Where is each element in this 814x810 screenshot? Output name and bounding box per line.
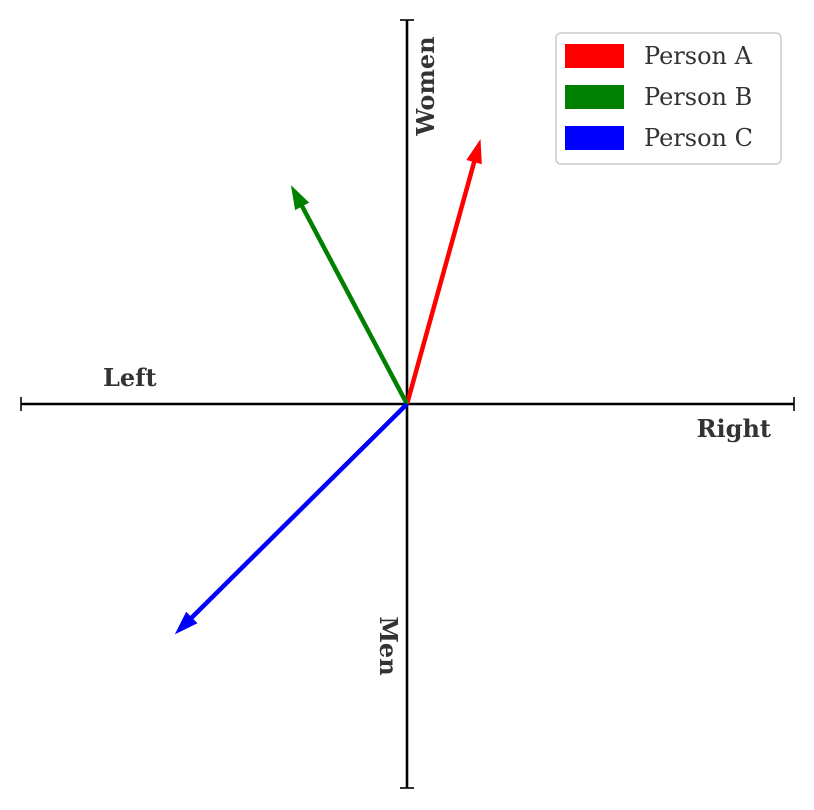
person-c-legend-swatch <box>565 126 624 150</box>
right-axis-label: Right <box>697 414 771 443</box>
person-a-legend-swatch <box>565 44 624 68</box>
person-b-legend-label: Person B <box>644 83 752 111</box>
person-c-vector-arrowhead <box>174 611 198 635</box>
person-b-vector-arrowhead <box>290 185 310 211</box>
person-a-vector-arrowhead <box>466 139 482 165</box>
women-axis-label: Women <box>411 36 440 136</box>
person-c-vector-shaft <box>188 402 409 621</box>
person-b-vector <box>290 185 409 406</box>
person-c-vector <box>174 402 409 635</box>
person-b-vector-shaft <box>299 203 409 406</box>
person-a-vector <box>404 139 482 405</box>
person-b-legend-swatch <box>565 85 624 109</box>
vector-series <box>174 139 482 635</box>
person-a-legend-label: Person A <box>644 42 753 70</box>
person-c-legend-label: Person C <box>644 124 753 152</box>
person-a-vector-shaft <box>404 159 477 405</box>
men-axis-label: Men <box>374 616 403 675</box>
legend: Person A Person B Person C <box>555 32 782 165</box>
legend-items: Person A Person B Person C <box>565 42 753 152</box>
left-axis-label: Left <box>103 363 157 392</box>
